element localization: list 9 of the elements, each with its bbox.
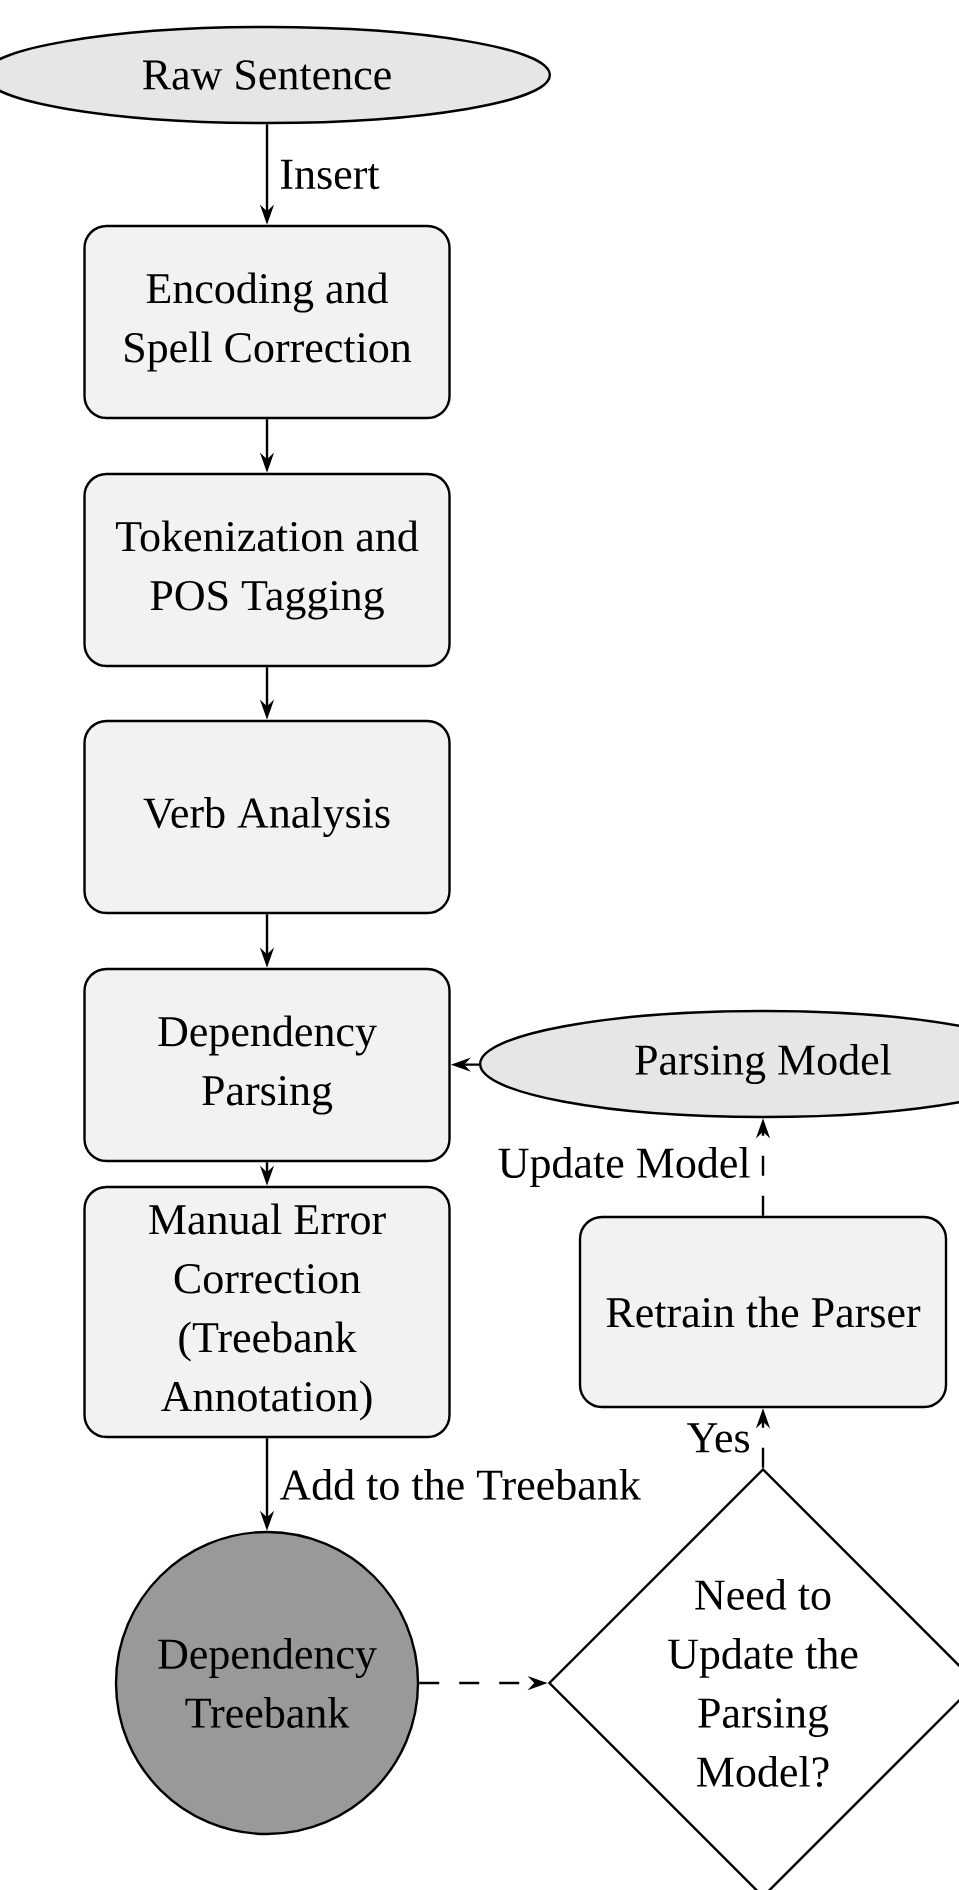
edge-label: Yes (687, 1423, 749, 1453)
process-box: Verb Analysis (83, 719, 451, 915)
process-box: Encoding and Spell Correction (83, 224, 451, 420)
process-box: Manual Error Correction (Treebank Annotation) (83, 1185, 451, 1439)
process-box: Dependency Parsing (83, 967, 451, 1163)
process-box: Retrain the Parser (578, 1215, 948, 1409)
process-box: Tokenization and POS Tagging (83, 472, 451, 668)
edge-label: Update Model (498, 1147, 750, 1187)
edge-label: Insert (281, 159, 380, 190)
